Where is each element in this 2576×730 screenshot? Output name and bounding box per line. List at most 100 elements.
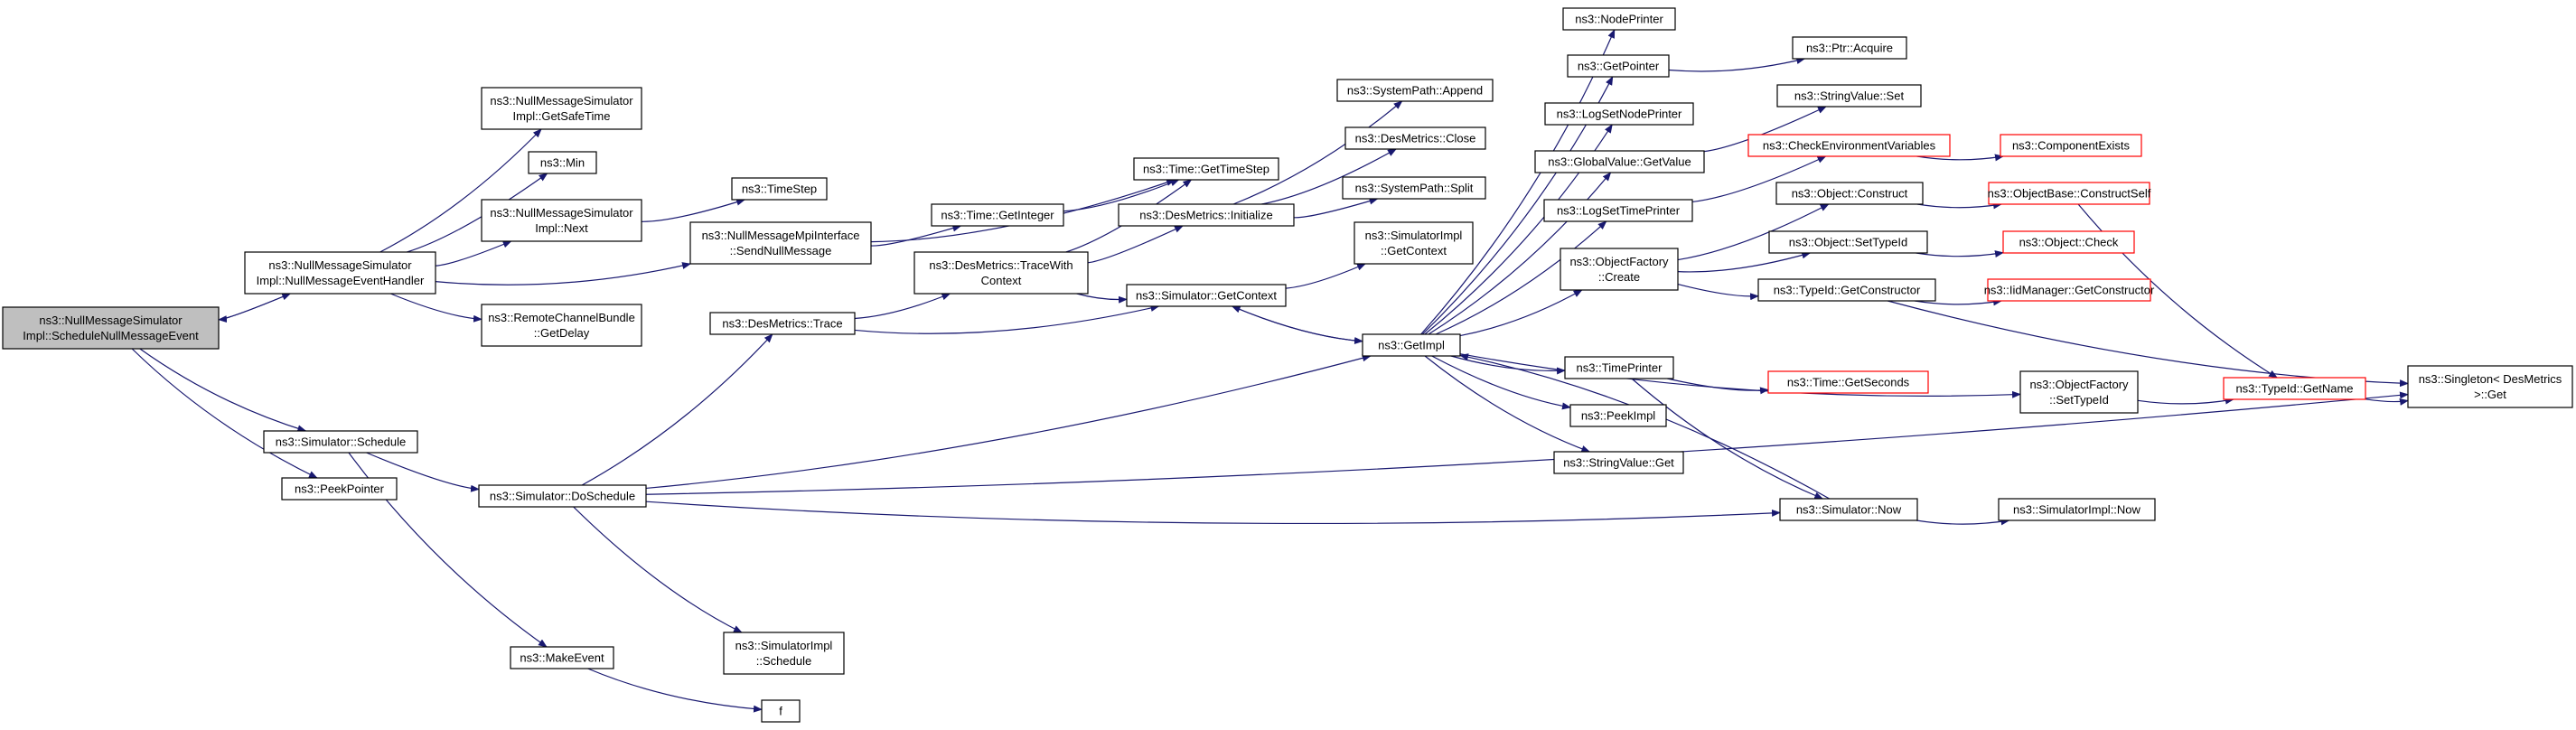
- node-ofcreate[interactable]: ns3::ObjectFactory::Create: [1560, 248, 1679, 291]
- node-label-line: ns3::Min: [540, 156, 585, 170]
- node-label-line: ns3::Singleton< DesMetrics: [2419, 372, 2562, 386]
- node-svget[interactable]: ns3::StringValue::Get: [1553, 451, 1684, 474]
- call-edge-twc-to-getctx: [1076, 293, 1128, 304]
- node-f[interactable]: f: [761, 699, 801, 723]
- node-box: [761, 699, 801, 723]
- node-logsettime[interactable]: ns3::LogSetTimePrinter: [1543, 199, 1693, 222]
- call-edge-getpointer-to-ptracq: [1668, 57, 1806, 72]
- call-edge-timeprinter-to-timegetsec: [1667, 378, 1769, 395]
- node-snm[interactable]: ns3::NullMessageMpiInterface::SendNullMe…: [689, 221, 872, 265]
- node-box: [2223, 377, 2366, 400]
- node-simimplsched[interactable]: ns3::SimulatorImpl::Schedule: [723, 632, 845, 675]
- call-edge-getint-to-gettstep: [1063, 179, 1180, 212]
- node-nmeh[interactable]: ns3::NullMessageSimulatorImpl::NullMessa…: [244, 251, 436, 295]
- node-label-line: ns3::TimePrinter: [1577, 361, 1663, 375]
- node-svset[interactable]: ns3::StringValue::Set: [1776, 84, 1922, 108]
- node-cenv[interactable]: ns3::CheckEnvironmentVariables: [1747, 134, 1951, 157]
- node-label-line: ::GetContext: [1381, 244, 1447, 257]
- node-box: [709, 312, 856, 335]
- node-spsplit[interactable]: ns3::SystemPath::Split: [1342, 176, 1486, 200]
- call-edge-tidgetctor-to-singleton: [1887, 300, 2409, 388]
- node-dmclose[interactable]: ns3::DesMetrics::Close: [1344, 126, 1486, 150]
- node-min[interactable]: ns3::Min: [528, 151, 597, 174]
- node-timeprinter[interactable]: ns3::TimePrinter: [1564, 356, 1674, 379]
- node-box: [1534, 150, 1705, 173]
- node-label-line: ns3::SystemPath::Append: [1347, 84, 1483, 98]
- node-label-line: ::Schedule: [756, 654, 811, 668]
- node-root[interactable]: ns3::NullMessageSimulatorImpl::ScheduleN…: [2, 306, 220, 350]
- node-label-line: ::SetTypeId: [2049, 393, 2109, 407]
- node-label-line: ns3::SimulatorImpl::Now: [2013, 503, 2140, 517]
- node-getimpl[interactable]: ns3::GetImpl: [1362, 333, 1461, 357]
- call-edge-getimpl-to-gvget: [1428, 172, 1612, 335]
- node-box: [1118, 203, 1295, 227]
- node-spappend[interactable]: ns3::SystemPath::Append: [1336, 79, 1494, 102]
- node-ofsettid[interactable]: ns3::ObjectFactory::SetTypeId: [2019, 370, 2139, 414]
- node-dosched[interactable]: ns3::Simulator::DoSchedule: [478, 484, 647, 508]
- node-dmtrace[interactable]: ns3::DesMetrics::Trace: [709, 312, 856, 335]
- node-objconstruct[interactable]: ns3::Object::Construct: [1775, 182, 1924, 205]
- node-box: [478, 484, 647, 508]
- node-box: [481, 304, 642, 347]
- call-edge-nmeh-to-rcb: [390, 293, 482, 323]
- node-dminit[interactable]: ns3::DesMetrics::Initialize: [1118, 203, 1295, 227]
- node-logsetnode[interactable]: ns3::LogSetNodePrinter: [1544, 102, 1694, 126]
- node-nodeprinter[interactable]: ns3::NodePrinter: [1562, 7, 1676, 31]
- call-edge-nmeh-to-snm: [435, 262, 692, 285]
- node-objcheck[interactable]: ns3::Object::Check: [2002, 230, 2135, 254]
- node-tstep[interactable]: ns3::TimeStep: [731, 177, 828, 201]
- node-label-line: ns3::SystemPath::Split: [1355, 182, 1474, 195]
- node-box: [1133, 157, 1279, 181]
- node-ptracq[interactable]: ns3::Ptr::Acquire: [1792, 36, 1907, 60]
- call-edge-objsettid-to-objcheck: [1916, 250, 2004, 257]
- node-obconstructself[interactable]: ns3::ObjectBase::ConstructSelf: [1988, 182, 2151, 205]
- node-sched[interactable]: ns3::Simulator::Schedule: [263, 430, 418, 454]
- node-box: [1126, 284, 1287, 307]
- node-box: [1543, 199, 1693, 222]
- node-box: [281, 477, 398, 501]
- node-label-line: ns3::Object::Construct: [1792, 187, 1908, 201]
- node-tidgetctor[interactable]: ns3::TypeId::GetConstructor: [1757, 278, 1936, 302]
- node-tidgetname[interactable]: ns3::TypeId::GetName: [2223, 377, 2366, 400]
- node-box: [1362, 333, 1461, 357]
- node-iidmgr[interactable]: ns3::IidManager::GetConstructor: [1984, 278, 2155, 302]
- node-simnow[interactable]: ns3::Simulator::Now: [1779, 498, 1918, 521]
- node-gettstep[interactable]: ns3::Time::GetTimeStep: [1133, 157, 1279, 181]
- node-getpointer[interactable]: ns3::GetPointer: [1567, 54, 1670, 78]
- node-gvget[interactable]: ns3::GlobalValue::GetValue: [1534, 150, 1705, 173]
- node-timegetsec[interactable]: ns3::Time::GetSeconds: [1767, 370, 1929, 394]
- node-box: [1354, 221, 1474, 265]
- node-box: [723, 632, 845, 675]
- node-singleton[interactable]: ns3::Singleton< DesMetrics>::Get: [2407, 365, 2573, 408]
- call-edge-dosched-to-simimplsched: [573, 506, 743, 633]
- node-getctx[interactable]: ns3::Simulator::GetContext: [1126, 284, 1287, 307]
- node-simimplnow[interactable]: ns3::SimulatorImpl::Now: [1998, 498, 2156, 521]
- node-label-line: ns3::DesMetrics::Initialize: [1139, 209, 1272, 222]
- node-simimplctx[interactable]: ns3::SimulatorImpl::GetContext: [1354, 221, 1474, 265]
- call-edge-getimpl-to-ofcreate: [1459, 289, 1583, 337]
- node-objsettid[interactable]: ns3::Object::SetTypeId: [1768, 230, 1928, 254]
- node-box: [1553, 451, 1684, 474]
- node-box: [481, 199, 642, 242]
- node-label-line: ns3::TimeStep: [742, 182, 817, 196]
- node-compex[interactable]: ns3::ComponentExists: [2000, 134, 2142, 157]
- node-layer: ns3::NullMessageSimulatorImpl::ScheduleN…: [2, 7, 2573, 723]
- node-peekptr[interactable]: ns3::PeekPointer: [281, 477, 398, 501]
- node-label-line: ns3::ComponentExists: [2012, 139, 2131, 153]
- node-peekimpl[interactable]: ns3::PeekImpl: [1569, 404, 1667, 427]
- call-edge-dosched-to-singleton: [645, 391, 2409, 495]
- edge-layer: [131, 29, 2409, 713]
- node-label-line: Context: [981, 274, 1022, 287]
- node-label-line: Impl::GetSafeTime: [513, 109, 611, 123]
- node-box: [1336, 79, 1494, 102]
- node-box: [731, 177, 828, 201]
- call-edge-snm-to-getint: [870, 224, 962, 247]
- node-label-line: ns3::RemoteChannelBundle: [488, 311, 635, 324]
- node-gst[interactable]: ns3::NullMessageSimulatorImpl::GetSafeTi…: [481, 87, 642, 130]
- call-edge-obconstructself-to-tidgetname: [2077, 203, 2278, 379]
- node-getint[interactable]: ns3::Time::GetInteger: [931, 203, 1064, 227]
- node-makeev[interactable]: ns3::MakeEvent: [510, 646, 614, 669]
- node-rcb[interactable]: ns3::RemoteChannelBundle::GetDelay: [481, 304, 642, 347]
